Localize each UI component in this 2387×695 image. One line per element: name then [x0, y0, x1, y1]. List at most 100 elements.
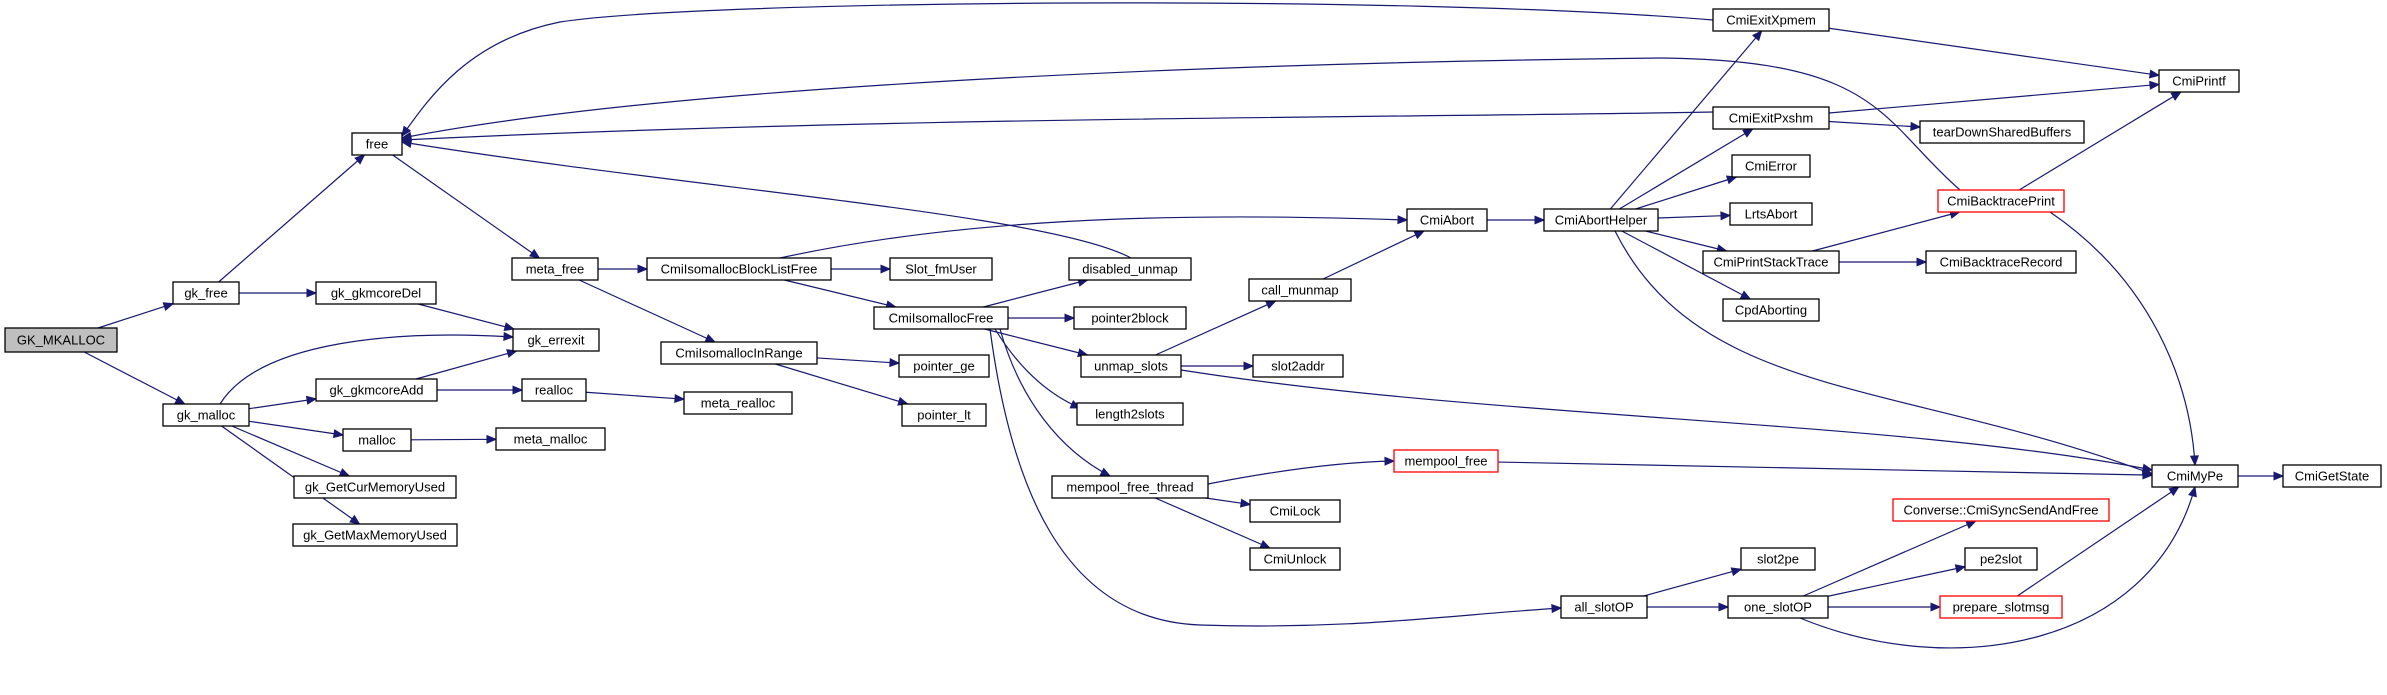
node-box [1919, 120, 2085, 144]
edge-mempool-free-to-cmimype [1497, 461, 2153, 476]
node-cmiunlock[interactable]: CmiUnlock [1249, 547, 1341, 571]
node-cmilock[interactable]: CmiLock [1249, 499, 1341, 523]
node-label: CmiUnlock [1264, 552, 1327, 567]
edge-meta-free-to-cmiisomallocinrange [578, 279, 716, 343]
node-meta-realloc[interactable]: meta_realloc [683, 391, 793, 415]
node-label: CmiPrintStackTrace [1713, 255, 1828, 270]
edge-cmiisomallocfree-to-length2slots [994, 328, 1081, 409]
edge-cmiaborthelper-to-cmiprintstacktrace [1645, 230, 1727, 252]
edge-gk-malloc-to-malloc [248, 420, 344, 436]
node-disabled-unmap[interactable]: disabled_unmap [1068, 257, 1192, 281]
node-box [1080, 354, 1182, 378]
node-gk-malloc[interactable]: gk_malloc [162, 403, 250, 427]
node-box [1702, 250, 1840, 274]
node-pointer2block[interactable]: pointer2block [1073, 306, 1187, 330]
edge-cmiisomallocfree-to-unmap-slots [984, 328, 1088, 356]
node-cmiisomallocfree[interactable]: CmiIsomallocFree [873, 306, 1009, 330]
node-cmiaborthelper[interactable]: CmiAbortHelper [1543, 208, 1659, 232]
node-gk-getmaxmemoryused[interactable]: gk_GetMaxMemoryUsed [292, 523, 458, 547]
node-cpdaborting[interactable]: CpdAborting [1722, 298, 1820, 322]
node-gk-errexit[interactable]: gk_errexit [512, 328, 600, 352]
node-label: gk_gkmcoreAdd [330, 383, 424, 398]
edge-cmiexitxpmem-to-cmiprintf [1828, 27, 2160, 76]
node-label: CmiMyPe [2167, 469, 2223, 484]
node-mempool-free[interactable]: mempool_free [1393, 449, 1499, 473]
arrowhead-meta-free-to-cmiisomallocinrange [704, 333, 717, 343]
node-cmiprintstacktrace[interactable]: CmiPrintStackTrace [1702, 250, 1840, 274]
node-cmierror[interactable]: CmiError [1731, 154, 1811, 178]
node-box [1939, 595, 2063, 619]
arrowhead-cmiexitxpmem-to-cmiprintf [2148, 69, 2161, 79]
node-label: call_munmap [1261, 283, 1338, 298]
node-slot2pe[interactable]: slot2pe [1740, 547, 1816, 571]
edge-cmiaborthelper-to-cmierror [1635, 176, 1737, 210]
node-label: CmiIsomallocInRange [675, 346, 802, 361]
edge-cmiisomallocblocklistfree-to-cmiabort [779, 216, 1408, 259]
node-meta-malloc[interactable]: meta_malloc [495, 427, 606, 451]
edge-free-to-meta-free [392, 154, 540, 259]
arrowhead-one-slotop-to-converse-cmisyncsendandfree [1965, 520, 1977, 529]
node-cmigetstate[interactable]: CmiGetState [2282, 464, 2382, 488]
node-box [2151, 464, 2239, 488]
arrowhead-cmiaborthelper-to-cpdaborting [1739, 290, 1752, 300]
node-malloc[interactable]: malloc [342, 428, 412, 452]
node-gk-mkalloc[interactable]: GK_MKALLOC [4, 327, 118, 353]
arrowhead-cmibacktraceprint-to-cmimype [2189, 455, 2199, 467]
arrowhead-cmiisomallocblocklistfree-to-slot-fmuser [880, 264, 892, 274]
node-cmiisomallocblocklistfree[interactable]: CmiIsomallocBlockListFree [646, 257, 832, 281]
arrowhead-all-slotop-to-one-slotop [1718, 602, 1730, 612]
node-label: prepare_slotmsg [1953, 600, 2050, 615]
node-pointer-lt[interactable]: pointer_lt [901, 403, 987, 427]
arrowhead-gk-gkmcoreadd-to-realloc [512, 385, 524, 395]
node-gk-gkmcoreadd[interactable]: gk_gkmcoreAdd [315, 378, 438, 402]
node-cmibacktracerecord[interactable]: CmiBacktraceRecord [1925, 250, 2077, 274]
node-box [1249, 547, 1341, 571]
edge-cmiprintstacktrace-to-cmibacktraceprint [1812, 211, 1960, 252]
node-box [1393, 449, 1499, 473]
node-pe2slot[interactable]: pe2slot [1964, 547, 2038, 571]
arrowhead-cmiaborthelper-to-cmiexitpxshm [1742, 128, 1754, 138]
node-cmiexitxpmem[interactable]: CmiExitXpmem [1712, 8, 1830, 32]
node-box [901, 403, 987, 427]
node-teardownsharedbuffers[interactable]: tearDownSharedBuffers [1919, 120, 2085, 144]
node-call-munmap[interactable]: call_munmap [1248, 278, 1352, 302]
edges-layer [83, 2, 2285, 649]
arrowhead-gk-malloc-to-gk-errexit [503, 331, 515, 341]
node-gk-free[interactable]: gk_free [172, 281, 240, 305]
node-box [1073, 306, 1187, 330]
node-box [521, 378, 587, 402]
node-unmap-slots[interactable]: unmap_slots [1080, 354, 1182, 378]
arrowhead-unmap-slots-to-slot2addr [1243, 361, 1255, 371]
edge-unmap-slots-to-cmimype [1180, 369, 2153, 471]
node-free[interactable]: free [351, 132, 403, 156]
node-slot2addr[interactable]: slot2addr [1252, 354, 1344, 378]
node-slot-fmuser[interactable]: Slot_fmUser [889, 257, 993, 281]
node-label: meta_malloc [514, 432, 588, 447]
arrowhead-gk-malloc-to-malloc [332, 429, 345, 439]
arrowhead-gk-malloc-to-gk-gkmcoreadd [305, 395, 318, 405]
edge-all-slotop-to-slot2pe [1643, 568, 1742, 597]
node-cmiabort[interactable]: CmiAbort [1406, 208, 1488, 232]
node-meta-free[interactable]: meta_free [511, 257, 599, 281]
node-one-slotop[interactable]: one_slotOP [1727, 595, 1829, 619]
node-gk-gkmcoredel[interactable]: gk_gkmcoreDel [315, 281, 437, 305]
node-length2slots[interactable]: length2slots [1076, 402, 1184, 426]
node-cmiexitpxshm[interactable]: CmiExitPxshm [1712, 106, 1830, 130]
node-gk-getcurmemoryused[interactable]: gk_GetCurMemoryUsed [293, 475, 457, 499]
arrowhead-cmiexitpxshm-to-teardownsharedbuffers [1910, 121, 1922, 132]
node-prepare-slotmsg[interactable]: prepare_slotmsg [1939, 595, 2063, 619]
node-label: CmiGetState [2295, 469, 2369, 484]
node-cmimype[interactable]: CmiMyPe [2151, 464, 2239, 488]
node-lrtsabort[interactable]: LrtsAbort [1729, 202, 1813, 226]
node-all-slotop[interactable]: all_slotOP [1560, 595, 1648, 619]
arrowhead-malloc-to-meta-malloc [486, 434, 498, 444]
node-label: GK_MKALLOC [17, 333, 105, 348]
node-cmiisomallocinrange[interactable]: CmiIsomallocInRange [660, 341, 818, 365]
node-converse-cmisyncsendandfree[interactable]: Converse::CmiSyncSendAndFree [1892, 498, 2110, 522]
node-cmibacktraceprint[interactable]: CmiBacktracePrint [1937, 189, 2065, 213]
node-cmiprintf[interactable]: CmiPrintf [2158, 69, 2240, 93]
edge-cmiisomallocblocklistfree-to-cmiisomallocfree [784, 279, 896, 308]
node-realloc[interactable]: realloc [521, 378, 587, 402]
node-pointer-ge[interactable]: pointer_ge [898, 354, 990, 378]
node-mempool-free-thread[interactable]: mempool_free_thread [1051, 475, 1209, 499]
